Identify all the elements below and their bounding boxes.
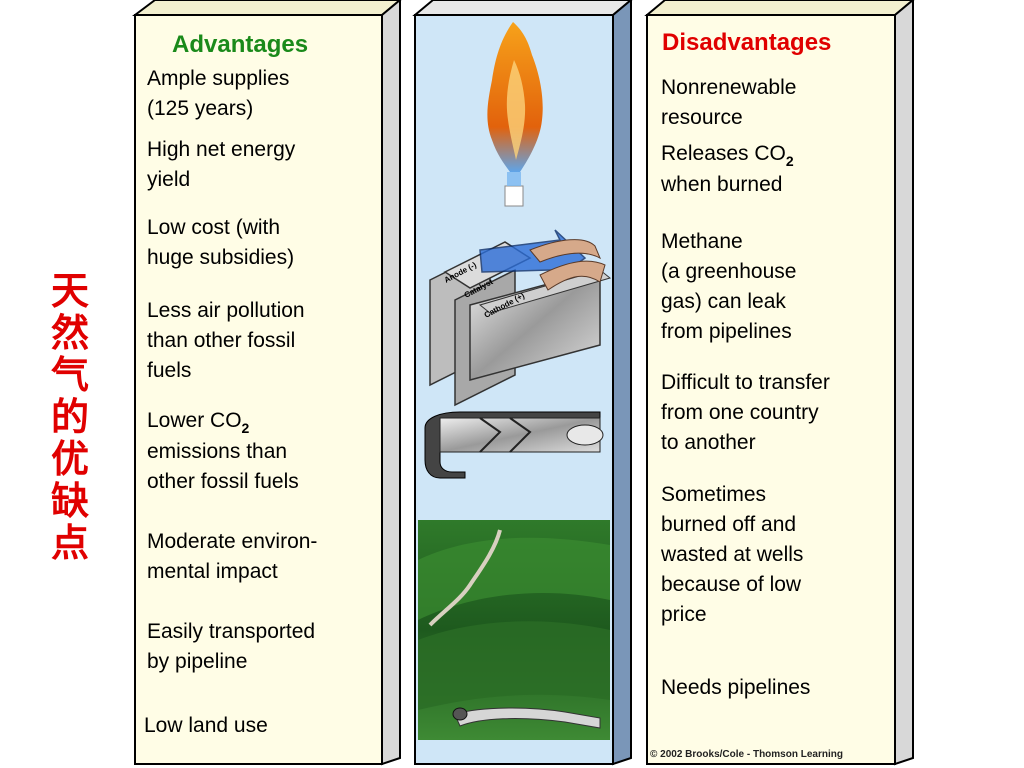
advantage-item: Easily transported by pipeline <box>147 620 316 673</box>
side-title-char: 点 <box>50 521 89 565</box>
side-title-char: 气 <box>50 353 89 397</box>
advantage-item: Ample supplies (125 years) <box>147 67 290 120</box>
pipeline-landscape-icon <box>418 520 610 740</box>
advantages-column <box>132 0 402 766</box>
turbine-engine-icon <box>424 411 604 479</box>
disadvantages-column <box>644 0 915 766</box>
copyright-notice: © 2002 Brooks/Cole - Thomson Learning <box>650 749 843 760</box>
disadvantage-item: Difficult to transfer from one country t… <box>661 371 830 454</box>
disadvantage-item: Methane (a greenhouse gas) can leak from… <box>661 230 797 343</box>
advantages-heading: Advantages <box>172 31 309 58</box>
advantage-item: Moderate environ- mental impact <box>147 530 318 583</box>
advantage-item: Low cost (with huge subsidies) <box>147 216 295 269</box>
fuel-cell-icon: Anode (-) Catalyst Cathode (+) <box>429 229 612 407</box>
disadvantage-item: Nonrenewable resource <box>661 76 797 129</box>
advantage-item: Less air pollution than other fossil fue… <box>147 299 305 382</box>
disadvantage-item: Needs pipelines <box>661 676 811 699</box>
disadvantage-item: Releases CO2 when burned <box>661 142 794 196</box>
advantage-item: Low land use <box>144 714 268 737</box>
side-title-char: 天 <box>50 269 89 313</box>
side-title-char: 优 <box>50 437 89 481</box>
side-title-char: 缺 <box>50 479 89 523</box>
side-title-char: 然 <box>50 311 89 355</box>
side-title: 天 然 气 的 优 缺 点 <box>40 270 100 564</box>
flame-icon <box>487 22 543 207</box>
advantage-item: High net energy yield <box>147 138 296 191</box>
side-title-char: 的 <box>50 395 89 439</box>
disadvantages-heading: Disadvantages <box>662 29 832 56</box>
disadvantage-item: Sometimes burned off and wasted at wells… <box>661 483 804 626</box>
advantage-item: Lower CO2 emissions than other fossil fu… <box>147 409 299 493</box>
